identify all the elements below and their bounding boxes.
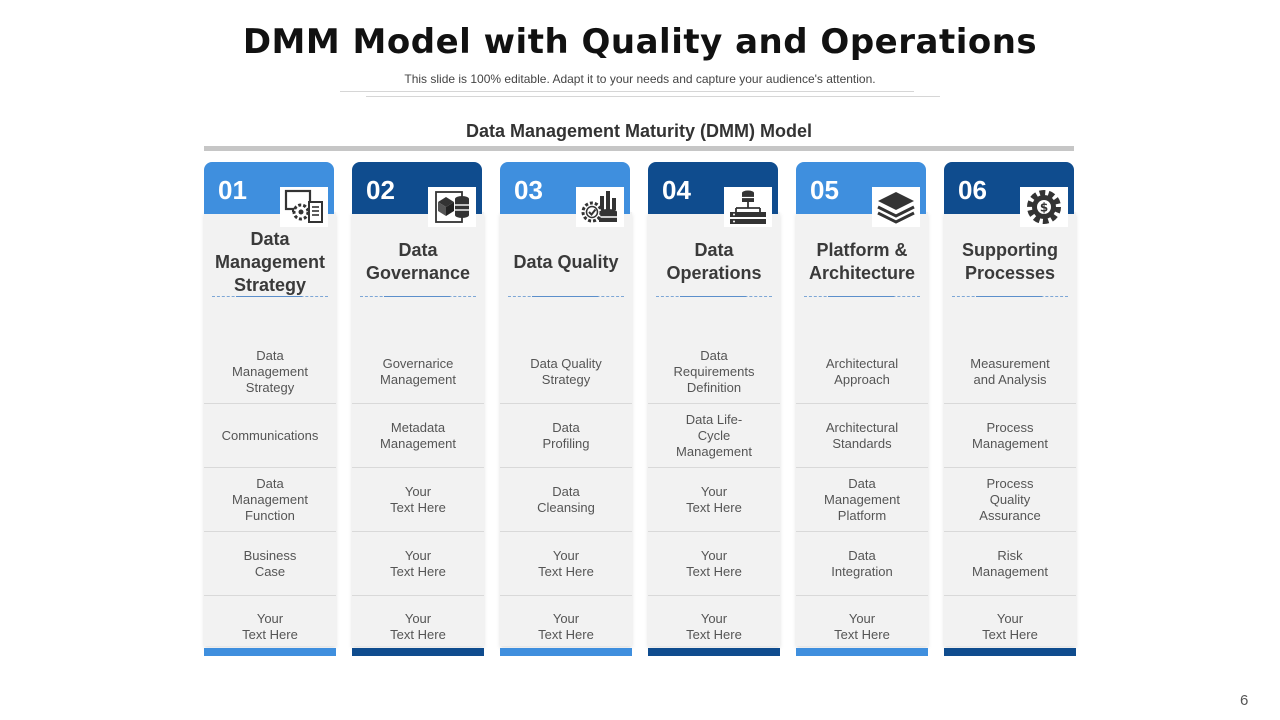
- column-panel: [352, 212, 484, 646]
- title-underline-accent: [532, 296, 598, 297]
- column-panel: [500, 212, 632, 646]
- list-item: Your Text Here: [538, 611, 594, 642]
- column-number: 06: [958, 175, 987, 205]
- model-title-bar: [204, 146, 1074, 151]
- column-title: Data Management Strategy: [214, 228, 326, 295]
- column-supporting-processes: 06 $ Supporting Processes Measurement an…: [944, 162, 1076, 656]
- column-number: 03: [514, 175, 543, 205]
- list-item: Data Life- Cycle Management: [648, 404, 780, 468]
- column-data-operations: 04 Data Operations Data Requirements Def…: [648, 162, 780, 656]
- column-item-list: Measurement and Analysis Process Managem…: [944, 340, 1076, 658]
- list-item: Your Text Here: [648, 468, 780, 532]
- list-item: Your Text Here: [834, 611, 890, 642]
- list-item: Your Text Here: [242, 611, 298, 642]
- column-footer-bar: [944, 648, 1076, 656]
- column-data-quality: 03 Data Quality Data Quality Strategy Da…: [500, 162, 632, 656]
- column-data-governance: 02 Data Governance Governarice Managemen…: [352, 162, 484, 656]
- column-panel: [796, 212, 928, 646]
- list-item: Data Quality Strategy: [500, 340, 632, 404]
- gear-dollar-icon: $: [1020, 187, 1068, 227]
- list-item: Data Integration: [796, 532, 928, 596]
- list-item: Metadata Management: [352, 404, 484, 468]
- column-footer-bar: [352, 648, 484, 656]
- column-item-list: Governarice Management Metadata Manageme…: [352, 340, 484, 658]
- column-panel: [944, 212, 1076, 646]
- list-item: Data Cleansing: [500, 468, 632, 532]
- column-data-management-strategy: 01 Data Management Strategy Data Managem…: [204, 162, 336, 656]
- list-item: Architectural Approach: [796, 340, 928, 404]
- column-number: 01: [218, 175, 247, 205]
- title-underline-accent: [828, 296, 894, 297]
- quality-database-chart-icon: [576, 187, 624, 227]
- title-underline-accent: [680, 296, 746, 297]
- column-footer-bar: [796, 648, 928, 656]
- list-item: Architectural Standards: [796, 404, 928, 468]
- list-item: Your Text Here: [648, 532, 780, 596]
- column-title: Data Operations: [666, 240, 762, 283]
- subtitle-divider-top: [340, 91, 914, 92]
- column-number: 04: [662, 175, 691, 205]
- page-number: 6: [1240, 692, 1249, 709]
- list-item: Data Management Function: [204, 468, 336, 532]
- list-item: Governarice Management: [352, 340, 484, 404]
- column-footer-bar: [648, 648, 780, 656]
- list-item: Process Quality Assurance: [944, 468, 1076, 532]
- title-underline-accent: [384, 296, 450, 297]
- column-footer-bar: [500, 648, 632, 656]
- strategy-gear-document-icon: [280, 187, 328, 227]
- column-panel: [204, 212, 336, 646]
- list-item: Process Management: [944, 404, 1076, 468]
- title-underline-accent: [976, 296, 1042, 297]
- column-number: 02: [366, 175, 395, 205]
- governance-cube-database-icon: [428, 187, 476, 227]
- list-item: Data Profiling: [500, 404, 632, 468]
- title-underline-accent: [236, 296, 302, 297]
- column-title: Data Quality: [513, 251, 619, 272]
- list-item: Data Management Platform: [796, 468, 928, 532]
- subtitle-divider-bottom: [366, 96, 940, 97]
- list-item: Your Text Here: [352, 468, 484, 532]
- column-title: Data Governance: [365, 240, 471, 283]
- list-item: Measurement and Analysis: [944, 340, 1076, 404]
- list-item: Communications: [204, 404, 336, 468]
- column-platform-architecture: 05 Platform & Architecture Architectural…: [796, 162, 928, 656]
- column-panel: [648, 212, 780, 646]
- list-item: Your Text Here: [500, 532, 632, 596]
- list-item: Risk Management: [944, 532, 1076, 596]
- svg-text:$: $: [1040, 201, 1048, 215]
- column-item-list: Data Requirements Definition Data Life- …: [648, 340, 780, 658]
- list-item: Your Text Here: [982, 611, 1038, 642]
- column-title: Platform & Architecture: [808, 240, 916, 283]
- column-item-list: Data Quality Strategy Data Profiling Dat…: [500, 340, 632, 658]
- list-item: Your Text Here: [686, 611, 742, 642]
- slide-title: DMM Model with Quality and Operations: [242, 22, 1038, 62]
- list-item: Business Case: [204, 532, 336, 596]
- list-item: Your Text Here: [390, 611, 446, 642]
- column-item-list: Data Management Strategy Communications …: [204, 340, 336, 658]
- list-item: Data Requirements Definition: [648, 340, 780, 404]
- layers-stack-icon: [872, 187, 920, 227]
- column-footer-bar: [204, 648, 336, 656]
- list-item: Data Management Strategy: [204, 340, 336, 404]
- model-title: Data Management Maturity (DMM) Model: [465, 121, 813, 141]
- column-item-list: Architectural Approach Architectural Sta…: [796, 340, 928, 658]
- column-number: 05: [810, 175, 839, 205]
- list-item: Your Text Here: [352, 532, 484, 596]
- operations-network-server-icon: [724, 187, 772, 227]
- slide-subtitle: This slide is 100% editable. Adapt it to…: [404, 72, 876, 86]
- column-title: Supporting Processes: [962, 240, 1058, 283]
